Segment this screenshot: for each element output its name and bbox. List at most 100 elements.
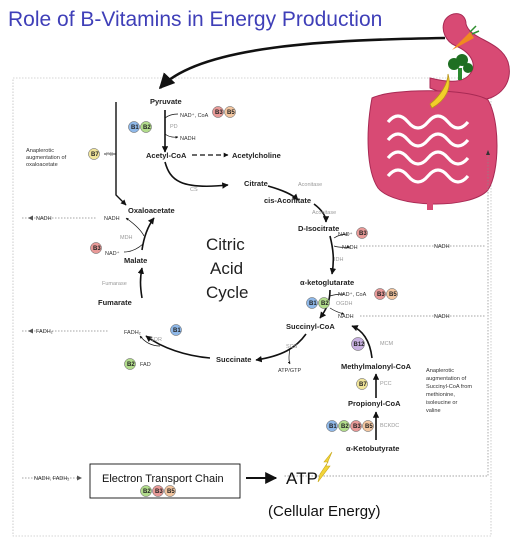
- badge-b7-pcc: B7: [359, 382, 367, 388]
- svg-text:oxaloacetate: oxaloacetate: [26, 162, 58, 168]
- pyruvate-to-oaa-arrow: [115, 102, 127, 206]
- pyruvate-label: Pyruvate: [150, 97, 182, 106]
- aconitase-arrow-2: [313, 203, 330, 223]
- mdh-arrow: [141, 217, 155, 251]
- stomach-icon: [429, 13, 510, 101]
- nadh-idh-branch: [333, 245, 351, 249]
- cs-enzyme-label: CS: [190, 187, 198, 193]
- cs-arrow: [164, 161, 229, 189]
- etc-label: Electron Transport Chain: [102, 473, 224, 485]
- nad-mdh-label: NAD⁺: [105, 250, 120, 257]
- nad-coa-ogdh-branch: [329, 293, 345, 297]
- nadh-ogdh-label: NADH: [338, 314, 354, 320]
- nadh-mdh-branch: [125, 217, 145, 237]
- carrot-icon: [452, 25, 480, 50]
- nad-coa-pd-label: NAD⁺, CoA: [180, 112, 209, 119]
- mcm-arrow: [351, 325, 373, 359]
- nadh-right-label-1: NADH: [434, 244, 450, 250]
- a-ketobutyrate-label: α-Ketobutyrate: [346, 444, 399, 453]
- svg-text:valine: valine: [426, 408, 441, 414]
- atp-gtp-label: ATP/GTP: [278, 368, 301, 374]
- badge-b12-mcm: B12: [354, 342, 366, 348]
- vitamin-badges: B3 B5 B1 B2 B7 B3 B3 B5 B1 B2 B3 B1 B2 B…: [88, 106, 398, 497]
- badge-b5-ogdh: B5: [389, 292, 397, 298]
- badge-b2-etc: B2: [143, 489, 151, 495]
- center-label-line-3: Cycle: [206, 283, 249, 302]
- malate-label: Malate: [124, 256, 147, 265]
- succinyl-coa-label: Succinyl-CoA: [286, 322, 335, 331]
- anaplerotic-oaa-note: Anaplerotic augmentation of oxaloacetate: [26, 148, 67, 168]
- svg-text:Anaplerotic: Anaplerotic: [26, 148, 54, 154]
- nadh-pd-label: NADH: [180, 136, 196, 142]
- cis-aconitate-label: cis-Aconitate: [264, 196, 311, 205]
- mdh-enzyme-label: MDH: [120, 235, 133, 241]
- aconitase-arrow-1: [267, 185, 299, 201]
- badge-b3-pd: B3: [215, 110, 223, 116]
- badge-b3-idh: B3: [359, 231, 367, 237]
- scs-arrow: [255, 333, 307, 363]
- nad-coa-branch: [164, 113, 179, 119]
- badge-b3-ogdh: B3: [377, 292, 385, 298]
- digestion-arrow: [158, 36, 446, 90]
- badge-b2-pd: B2: [143, 125, 151, 131]
- etc-in-arrowhead: [77, 475, 82, 481]
- badge-b1-sqr: B1: [173, 328, 181, 334]
- propionyl-coa-label: Propionyl-CoA: [348, 399, 401, 408]
- svg-text:Anaplerotic: Anaplerotic: [426, 368, 454, 374]
- badge-b3-mdh: B3: [93, 246, 101, 252]
- badge-b2-fad: B2: [127, 362, 135, 368]
- badge-b1-bckdc: B1: [329, 424, 337, 430]
- intestine-icon: [367, 90, 498, 210]
- svg-text:isoleucine or: isoleucine or: [426, 400, 458, 406]
- nad-idh-label: NAD⁺: [338, 231, 353, 238]
- badge-b5-etc: B5: [167, 489, 175, 495]
- badge-b1-ogdh: B1: [309, 301, 317, 307]
- collector-arrowhead: [486, 150, 490, 155]
- svg-text:Succinyl-CoA from: Succinyl-CoA from: [426, 384, 472, 390]
- banana-icon: [429, 73, 450, 109]
- pd-enzyme-label-1: PD: [170, 124, 178, 130]
- page-title: Role of B-Vitamins in Energy Production: [8, 8, 383, 31]
- anaplerotic-scoa-note: Anaplerotic augmentation of Succinyl-CoA…: [426, 368, 472, 414]
- badge-b5-bckdc: B5: [365, 424, 373, 430]
- aconitase-enzyme-label-2: Aconitase: [312, 210, 336, 216]
- nadh-idh-label: NADH: [342, 245, 358, 251]
- pcc-enzyme-label: PCC: [380, 381, 392, 387]
- acetyl-coa-label: Acetyl-CoA: [146, 151, 187, 160]
- nadh-fadh2-bottom-label: NADH, FADH₂: [34, 476, 69, 482]
- pd-enzyme-label-2: PD: [106, 152, 114, 158]
- nadh-mdh-label: NADH: [104, 216, 120, 222]
- atp-label: ATP: [286, 469, 318, 488]
- fad-label: FAD: [140, 362, 151, 368]
- badge-b5-pd: B5: [227, 110, 235, 116]
- acetylcholine-label: Acetylcholine: [232, 151, 281, 160]
- broccoli-icon: [448, 54, 473, 80]
- fumarate-label: Fumarate: [98, 298, 132, 307]
- badge-b2-ogdh: B2: [321, 301, 329, 307]
- mcm-enzyme-label: MCM: [380, 341, 394, 347]
- scs-enzyme-label: SCS: [286, 344, 298, 350]
- svg-text:methionine,: methionine,: [426, 392, 455, 398]
- badge-b2-bckdc: B2: [341, 424, 349, 430]
- badge-b3-etc: B3: [155, 489, 163, 495]
- methylmalonyl-coa-label: Methylmalonyl-CoA: [341, 362, 412, 371]
- a-ketoglutarate-label: α-ketoglutarate: [300, 278, 354, 287]
- center-label-line-2: Acid: [210, 259, 243, 278]
- d-isocitrate-label: D-Isocitrate: [298, 224, 339, 233]
- svg-text:augmentation of: augmentation of: [426, 376, 467, 382]
- idh-arrow: [329, 235, 337, 275]
- fumarase-enzyme-label: Fumarase: [102, 281, 127, 287]
- nadh-left-label: NADH: [36, 216, 52, 222]
- badge-b1-pd: B1: [131, 125, 139, 131]
- badge-b3-bckdc: B3: [353, 424, 361, 430]
- center-label-line-1: Citric: [206, 235, 245, 254]
- sqr-arrow: [145, 335, 211, 359]
- aconitase-enzyme-label-1: Aconitase: [298, 182, 322, 188]
- succinate-label: Succinate: [216, 355, 251, 364]
- fadh2-left-label: FADH₂: [36, 329, 53, 335]
- nad-mdh-branch: [123, 243, 144, 253]
- nadh-right-label-2: NADH: [434, 314, 450, 320]
- left-arrowheads: [28, 215, 33, 334]
- oxaloacetate-label: Oxaloacetate: [128, 206, 175, 215]
